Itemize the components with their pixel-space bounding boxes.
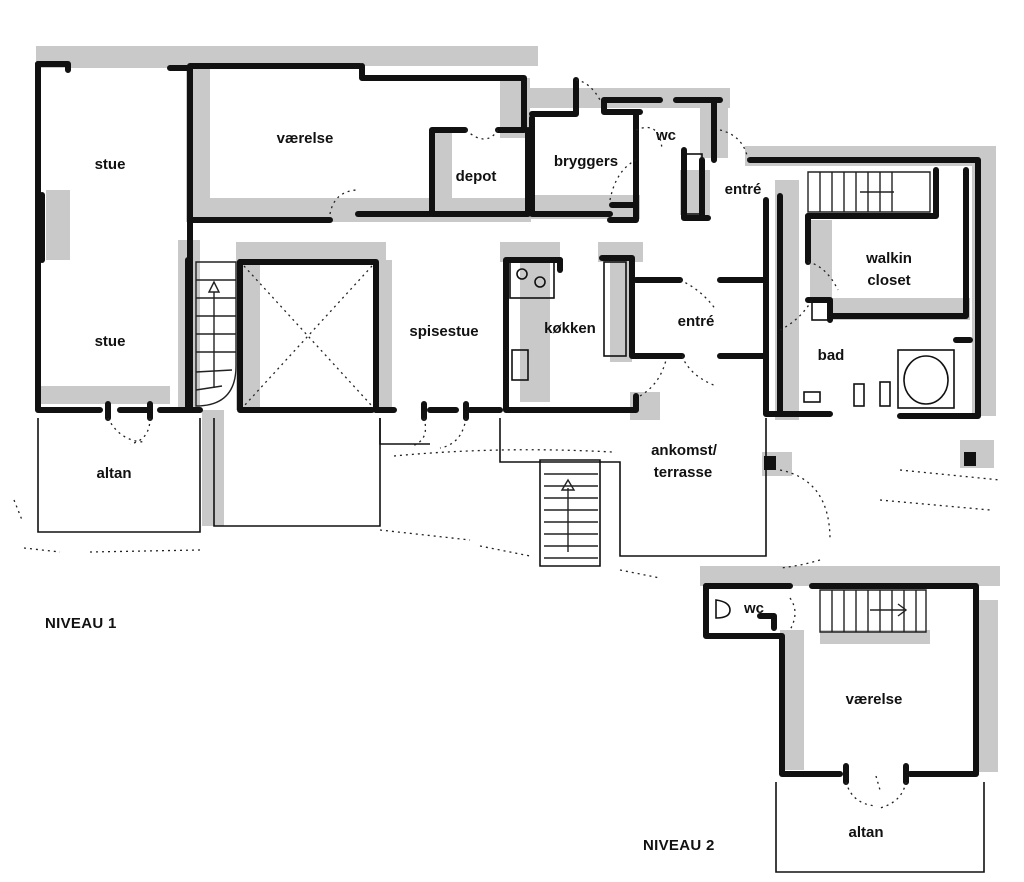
fixtures bbox=[509, 153, 955, 409]
level-labels: NIVEAU 1 NIVEAU 2 bbox=[45, 615, 715, 854]
stair-right bbox=[807, 171, 931, 213]
room-labels: stue stue værelse depot bryggers wc entr… bbox=[95, 127, 912, 841]
level-label-niveau-2: NIVEAU 2 bbox=[643, 837, 715, 854]
stair-left bbox=[195, 261, 237, 407]
level-label-niveau-1: NIVEAU 1 bbox=[45, 615, 117, 632]
room-label-stue-upper: stue bbox=[95, 156, 126, 173]
room-label-bad: bad bbox=[818, 347, 845, 364]
room-label-bryggers: bryggers bbox=[554, 153, 618, 170]
room-label-entre-upper: entré bbox=[725, 181, 762, 198]
room-label-entre-lower: entré bbox=[678, 313, 715, 330]
room-label-vaerelse: værelse bbox=[277, 130, 334, 147]
room-label-stue-lower: stue bbox=[95, 333, 126, 350]
walls-level-1 bbox=[35, 61, 981, 470]
dotted-lines-level-2 bbox=[789, 597, 907, 809]
stair-terrace bbox=[544, 473, 598, 559]
shading bbox=[36, 46, 1000, 772]
walls-level-2 bbox=[703, 583, 985, 873]
room-label-altan-2: altan bbox=[848, 824, 883, 841]
thin-lines-level-1 bbox=[37, 263, 767, 567]
room-label-altan-1: altan bbox=[96, 465, 131, 482]
room-label-ankomst: ankomst/ bbox=[651, 442, 718, 459]
room-label-walkin: walkin bbox=[865, 250, 912, 267]
room-label-wc-2: wc bbox=[743, 600, 764, 617]
room-label-vaerelse-2: værelse bbox=[846, 691, 903, 708]
room-label-closet: closet bbox=[867, 272, 910, 289]
room-label-wc: wc bbox=[655, 127, 676, 144]
room-label-koekken: køkken bbox=[544, 320, 596, 337]
room-label-depot: depot bbox=[456, 168, 497, 185]
room-label-spisestue: spisestue bbox=[409, 323, 478, 340]
room-label-terrasse: terrasse bbox=[654, 464, 712, 481]
dotted-lines bbox=[13, 79, 1001, 579]
